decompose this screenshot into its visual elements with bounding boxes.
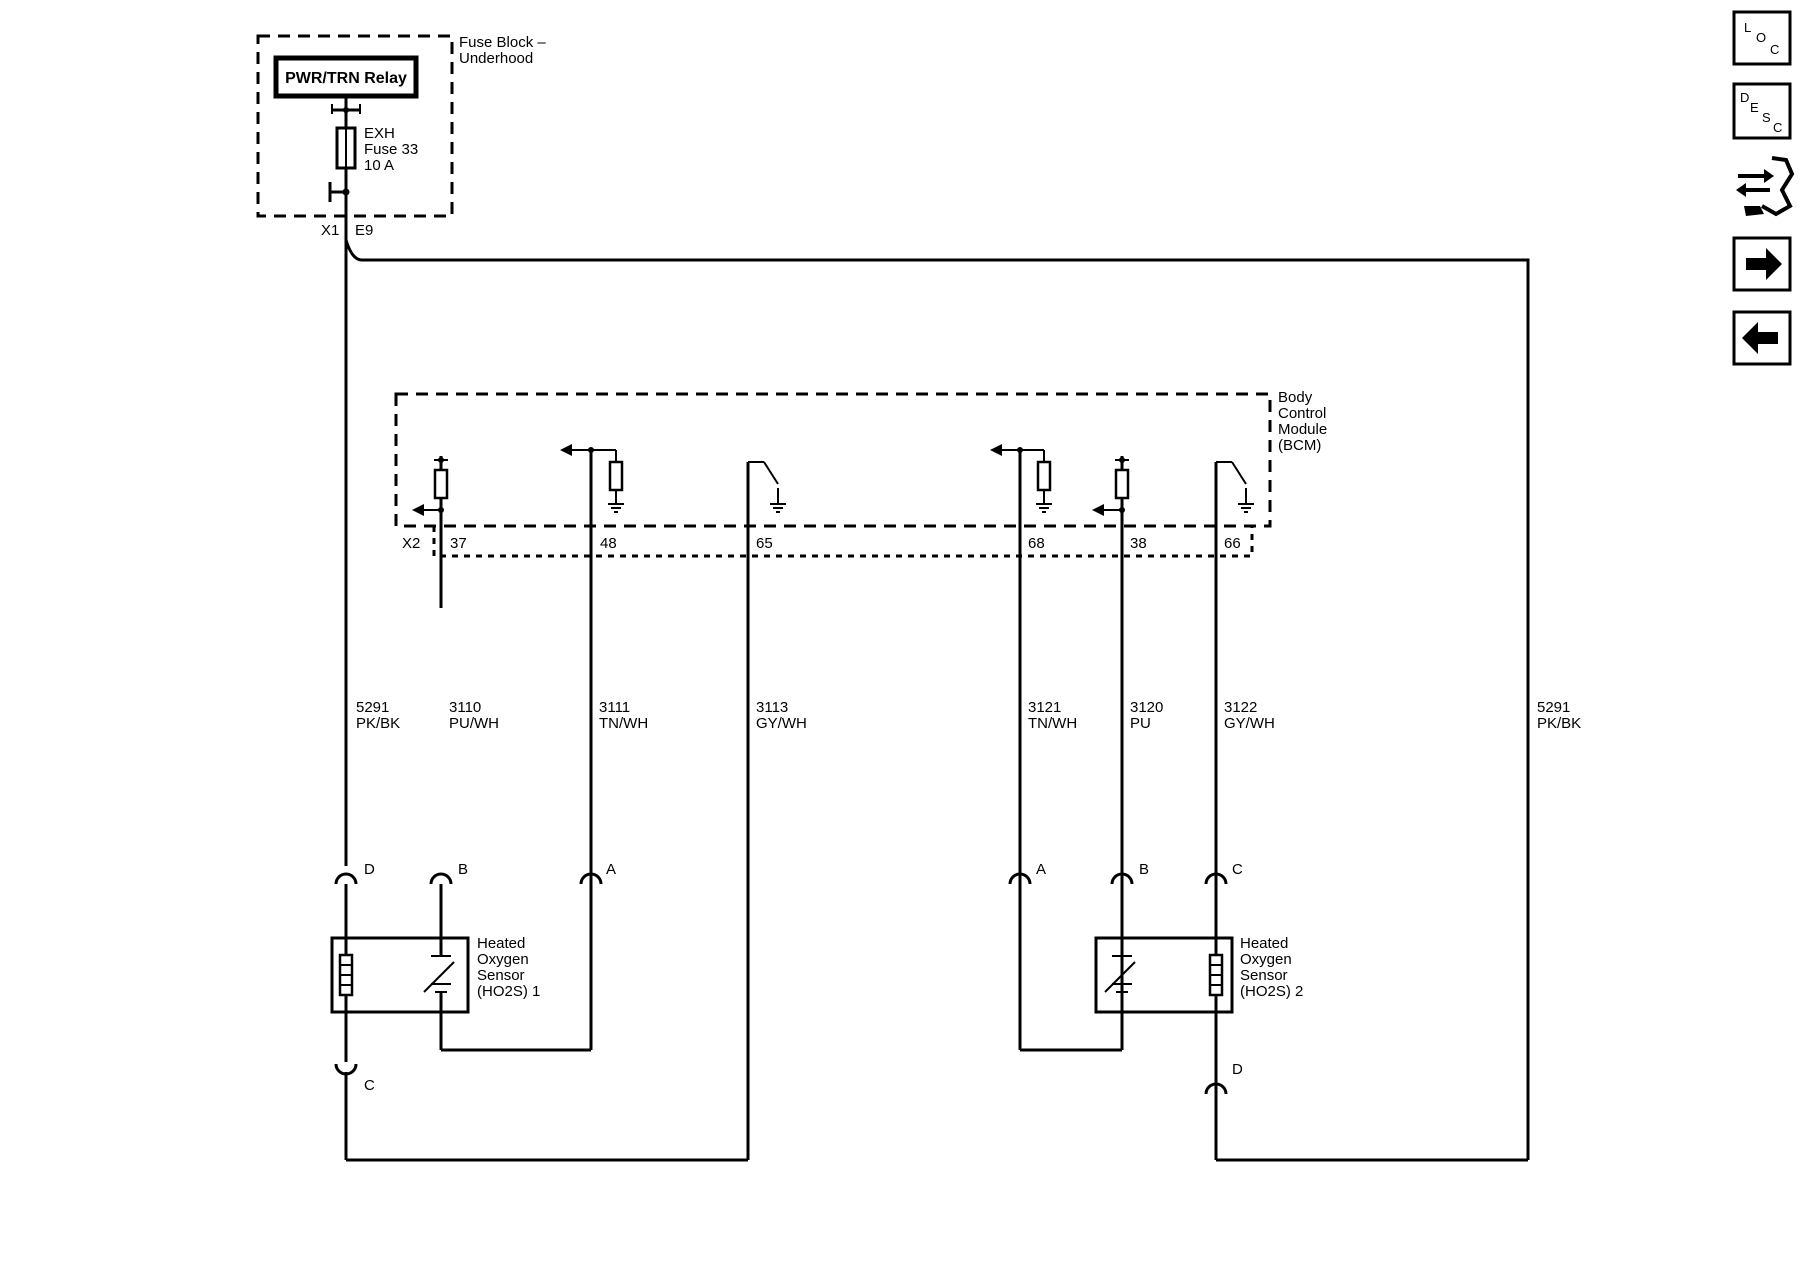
ho2s2-label-line1: Heated <box>1240 935 1288 952</box>
body-control-module: Body Control Module (BCM) X2 <box>394 389 1327 1160</box>
ho2s2-pin-d: D <box>1232 1061 1243 1078</box>
wire-circuit-3122: 3122 <box>1224 699 1257 716</box>
ho2s2-pin-b: B <box>1139 861 1149 878</box>
desc-letter-d: D <box>1740 90 1749 105</box>
ho2s1-label-line4: (HO2S) 1 <box>477 983 540 1000</box>
bcm-pin-66: 66 <box>1224 535 1241 552</box>
ho2s2-label-line4: (HO2S) 2 <box>1240 983 1303 1000</box>
ho2s1-pin-c: C <box>364 1077 375 1094</box>
ho2s1-label-line3: Sensor <box>477 967 525 984</box>
wire-circuit-3111: 3111 <box>599 699 630 716</box>
bcm-title-line3: Module <box>1278 421 1327 438</box>
previous-arrow-icon[interactable] <box>1732 310 1792 366</box>
wire-circuit-3120: 3120 <box>1130 699 1163 716</box>
bcm-pin-65: 65 <box>756 535 773 552</box>
ho2s1-label-line2: Oxygen <box>477 951 529 968</box>
bcm-circuit-38 <box>1092 456 1130 1050</box>
connector-x2-label: X2 <box>402 535 420 552</box>
wire-color-3113: GY/WH <box>756 715 807 732</box>
wire-color-3120: PU <box>1130 715 1151 732</box>
bcm-circuit-37 <box>412 456 449 608</box>
bcm-circuit-66 <box>1214 461 1255 1160</box>
wire-circuit-3110: 3110 <box>449 699 481 716</box>
desc-button[interactable]: D E S C <box>1732 82 1792 140</box>
fuse-block-title-line1: Fuse Block – <box>459 34 546 51</box>
wire-circuit-5291-left: 5291 <box>356 699 389 716</box>
ho2s1-pin-a: A <box>606 861 616 878</box>
fuse-block-title-line2: Underhood <box>459 50 533 67</box>
ho2s1-label-line1: Heated <box>477 935 525 952</box>
connector-x1-label: X1 <box>321 222 339 239</box>
wire-color-5291-right: PK/BK <box>1537 715 1581 732</box>
loc-letter-c: C <box>1770 42 1779 57</box>
connector-view-icon[interactable] <box>1736 156 1795 217</box>
fuse-line3: 10 A <box>364 157 394 174</box>
ho2s2-label-line2: Oxygen <box>1240 951 1292 968</box>
bcm-pin-68: 68 <box>1028 535 1045 552</box>
bcm-pin-37: 37 <box>450 535 467 552</box>
wire-color-3111: TN/WH <box>599 715 648 732</box>
ho2s2-pin-c: C <box>1232 861 1243 878</box>
wire-circuit-3113: 3113 <box>756 699 788 716</box>
loc-button[interactable]: L O C <box>1732 10 1792 66</box>
desc-letter-e: E <box>1750 100 1759 115</box>
ho2s1-pin-b: B <box>458 861 468 878</box>
feed-wires <box>344 192 1530 1160</box>
ho2s1-pin-d: D <box>364 861 375 878</box>
bcm-circuit-65 <box>746 461 787 1160</box>
bcm-pin-38: 38 <box>1130 535 1147 552</box>
desc-letter-c: C <box>1773 120 1782 135</box>
heated-oxygen-sensor-1: D B A Heated Oxygen Sensor (HO2S) 1 C <box>330 861 748 1162</box>
loc-letter-o: O <box>1756 30 1766 45</box>
relay-label: PWR/TRN Relay <box>285 70 407 87</box>
desc-letter-s: S <box>1762 110 1771 125</box>
wire-color-3122: GY/WH <box>1224 715 1275 732</box>
bcm-title-line1: Body <box>1278 389 1313 406</box>
ho2s2-label-line3: Sensor <box>1240 967 1288 984</box>
wire-color-3121: TN/WH <box>1028 715 1077 732</box>
bcm-pin-48: 48 <box>600 535 617 552</box>
bcm-title-line4: (BCM) <box>1278 437 1321 454</box>
next-arrow-icon[interactable] <box>1732 236 1792 292</box>
fuse-block-underhood: Fuse Block – Underhood PWR/TRN Relay EXH… <box>256 34 546 239</box>
wire-color-5291-left: PK/BK <box>356 715 400 732</box>
bcm-title-line2: Control <box>1278 405 1326 422</box>
ho2s2-pin-a: A <box>1036 861 1046 878</box>
fuse-line1: EXH <box>364 125 395 142</box>
wire-labels: 5291 PK/BK 3110 PU/WH 3111 TN/WH 3113 GY… <box>356 699 1581 732</box>
terminal-e9-label: E9 <box>355 222 373 239</box>
heated-oxygen-sensor-2: A B C Heated Oxygen Sensor (HO2S) 2 D <box>1008 861 1528 1162</box>
pwr-trn-relay: PWR/TRN Relay <box>273 55 419 99</box>
fuse-line2: Fuse 33 <box>364 141 418 158</box>
loc-letter-l: L <box>1744 20 1751 35</box>
wire-circuit-5291-right: 5291 <box>1537 699 1570 716</box>
wire-color-3110: PU/WH <box>449 715 499 732</box>
wire-circuit-3121: 3121 <box>1028 699 1061 716</box>
exh-fuse-33: EXH Fuse 33 10 A <box>335 110 418 192</box>
nav-toolbar: L O C D E S C <box>1732 10 1795 366</box>
